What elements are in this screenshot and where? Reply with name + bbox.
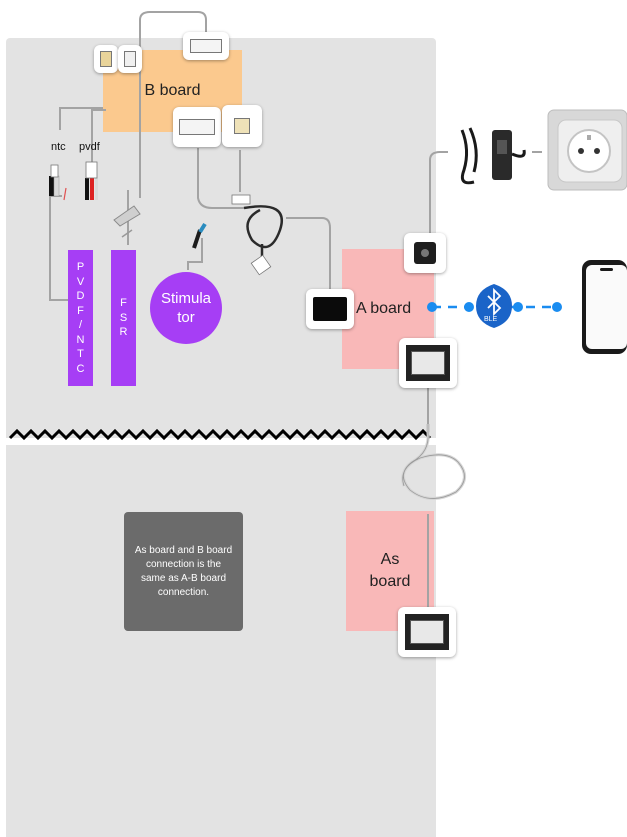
b-board-port-pvdf [118,45,142,73]
fsr-letter: S [119,311,128,324]
ble-label: BLE [484,316,498,323]
pvdf-ntc-letter: F [77,304,84,317]
power-adapter-icon [460,127,526,185]
fsr-letter: F [120,297,127,310]
pvdf-ntc-letter: / [78,319,83,331]
b-board-port-a-1 [173,107,221,147]
ble-dot [552,302,562,312]
a-board-label: A board [356,300,412,317]
b-board-port-a-2 [222,105,262,147]
pvdf-ntc-letter: D [76,290,85,302]
ntc-label: ntc [51,141,66,153]
lower-panel [6,445,436,837]
usb-port [306,289,354,329]
pvdf-label: pvdf [79,141,100,153]
stimulator-label-line2: tor [177,309,195,326]
dc-jack-port [404,233,446,273]
smartphone-icon [582,260,627,354]
pvdf-ntc-letter: P [76,261,85,273]
connection-note-text: As board and B board connection is the s… [134,544,233,598]
pvdf-ntc-letter: V [76,275,85,288]
ethernet-port-as [398,607,456,657]
stimulator: Stimula tor [150,272,222,344]
as-board-label-line2: board [369,573,411,590]
as-board-label-line1: As [380,551,400,568]
wall-socket-icon [547,109,627,191]
ethernet-port-a [399,338,457,388]
b-board-label: B board [144,82,201,99]
pvdf-ntc-letter: C [76,362,85,375]
ble-dot [464,302,474,312]
b-board-port-top [183,32,229,60]
connection-note: As board and B board connection is the s… [124,512,243,631]
b-board-port-ntc [94,45,118,73]
pvdf-ntc-letter: N [76,333,85,346]
pvdf-ntc-letter: T [77,348,84,360]
stimulator-label-line1: Stimula [160,290,212,307]
ble-dot [513,302,523,312]
fsr-letter: R [119,326,128,339]
